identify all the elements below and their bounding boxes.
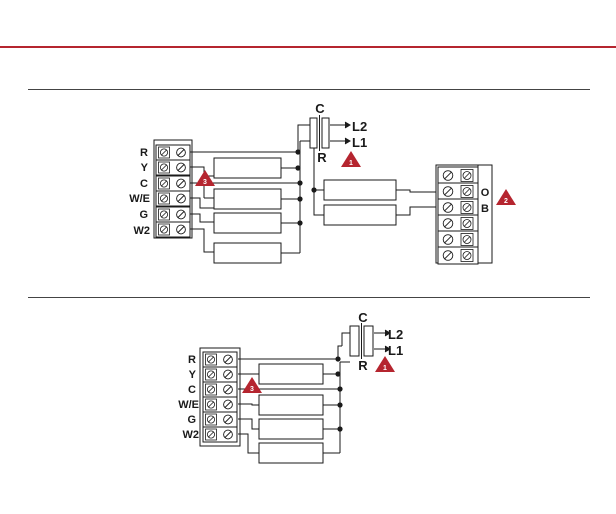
- diagram1-terminal-labels: R Y C W/E G W2: [129, 147, 150, 237]
- d1-callout-2-number: 2: [504, 198, 508, 205]
- diagram1-junction-dots: [295, 149, 316, 225]
- diagram2-junction-dots: [335, 356, 342, 431]
- d2-terminal-c: C: [188, 384, 196, 396]
- d2-callout-1-number: 1: [383, 365, 387, 372]
- d1-transformer-hot: R: [317, 150, 327, 165]
- d2-terminal-y: Y: [189, 369, 197, 381]
- d1-heat-pump-o: O: [481, 187, 490, 199]
- d1-callout-3: 3: [195, 170, 215, 186]
- d1-terminal-w2: W2: [134, 225, 151, 237]
- diagram2-transformer: [342, 323, 390, 359]
- diagram1-relay-boxes: [214, 158, 396, 263]
- d1-terminal-y: Y: [141, 162, 149, 174]
- d2-line-l1: L1: [388, 343, 403, 358]
- d2-terminal-g: G: [187, 414, 196, 426]
- d2-callout-3-number: 3: [250, 386, 254, 393]
- d2-terminal-w2: W2: [183, 429, 200, 441]
- d2-line-l2: L2: [388, 327, 403, 342]
- d2-transformer-hot: R: [358, 358, 368, 373]
- d2-transformer-common: C: [358, 310, 368, 325]
- diagram2-thermostat-terminal-block: [200, 348, 240, 446]
- d1-terminal-r: R: [140, 147, 148, 159]
- diagram2-relay-boxes: [259, 364, 323, 463]
- d1-callout-1-number: 1: [349, 160, 353, 167]
- d2-callout-1: 1: [375, 356, 395, 372]
- d1-heat-pump-b: B: [481, 203, 489, 215]
- d1-terminal-we: W/E: [129, 193, 150, 205]
- diagram1-transformer: [310, 115, 350, 151]
- d2-terminal-r: R: [188, 354, 196, 366]
- d1-callout-3-number: 3: [203, 179, 207, 186]
- diagram2-terminal-labels: R Y C W/E G W2: [178, 354, 199, 441]
- d1-terminal-c: C: [140, 178, 148, 190]
- d1-transformer-common: C: [315, 101, 325, 116]
- d1-callout-2: 2: [496, 189, 516, 205]
- d1-callout-1: 1: [341, 151, 361, 167]
- d1-line-l2: L2: [352, 119, 367, 134]
- d1-line-l1: L1: [352, 135, 367, 150]
- d1-terminal-g: G: [139, 209, 148, 221]
- d2-terminal-we: W/E: [178, 399, 199, 411]
- diagram1-thermostat-terminal-block: [154, 140, 192, 238]
